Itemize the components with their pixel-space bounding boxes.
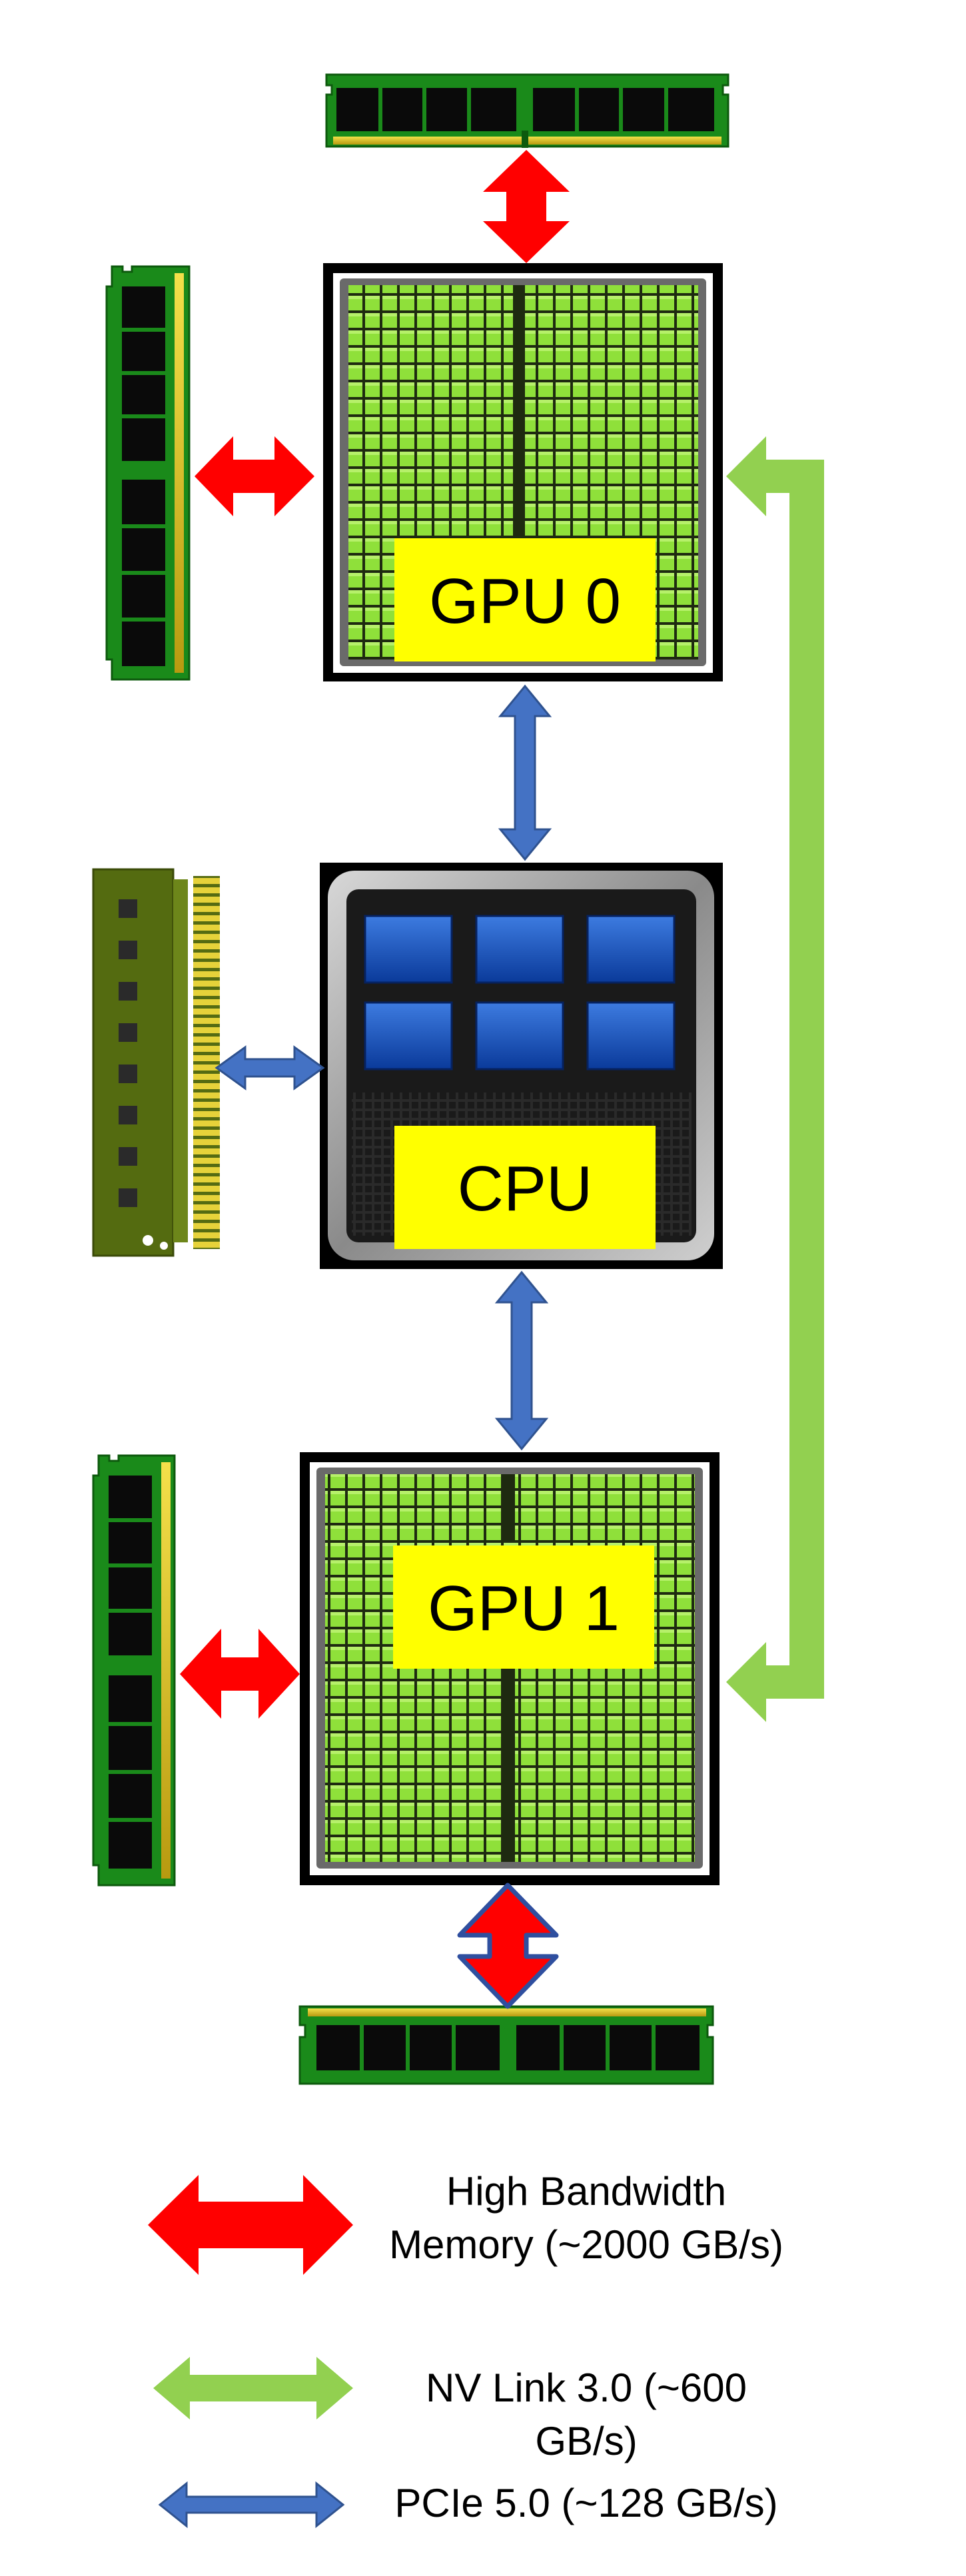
- pcie-arrow-cpu-gpu1: [494, 1270, 549, 1451]
- legend-nvlink-arrow-icon: [153, 2357, 353, 2419]
- pcie-arrow-ram-cpu: [215, 1045, 325, 1090]
- ram-module-gpu1-bottom: [298, 2005, 714, 2085]
- ram-module-gpu0-top: [325, 73, 729, 148]
- legend-hbm-label: High Bandwidth Memory (~2000 GB/s): [373, 2165, 799, 2272]
- legend-hbm-label-line2: Memory (~2000 GB/s): [389, 2222, 783, 2267]
- cpu-label-box: [394, 1126, 656, 1249]
- legend-hbm-arrow-icon: [148, 2175, 353, 2275]
- hbm-arrow-gpu0-left: [195, 436, 314, 516]
- hbm-arrow-gpu0-top: [483, 150, 570, 263]
- gpu0-label: GPU 0: [429, 566, 621, 637]
- legend-pcie-arrow-icon: [158, 2481, 345, 2529]
- legend-pcie-label: PCIe 5.0 (~128 GB/s): [394, 2481, 778, 2525]
- nvlink-connector-gpu0-gpu1: [726, 436, 824, 1722]
- ram-module-gpu1-left: [92, 1454, 176, 1887]
- hbm-arrow-gpu1-left: [180, 1629, 300, 1719]
- ram-module-cpu-left: [92, 868, 220, 1257]
- legend-nvlink-label: NV Link 3.0 (~600 GB/s): [426, 2365, 747, 2463]
- cpu-label: CPU: [458, 1153, 593, 1224]
- pcie-arrow-gpu0-cpu: [498, 684, 552, 861]
- gpu1-label-box: [393, 1545, 654, 1669]
- gpu0-label-box: [394, 538, 656, 661]
- legend-hbm-label-line1: High Bandwidth: [446, 2169, 727, 2214]
- cpu-cores: [364, 915, 676, 1071]
- gpu1-label: GPU 1: [428, 1573, 620, 1644]
- hbm-arrow-gpu1-bottom: [457, 1883, 559, 2009]
- ram-module-gpu0-left: [105, 265, 191, 681]
